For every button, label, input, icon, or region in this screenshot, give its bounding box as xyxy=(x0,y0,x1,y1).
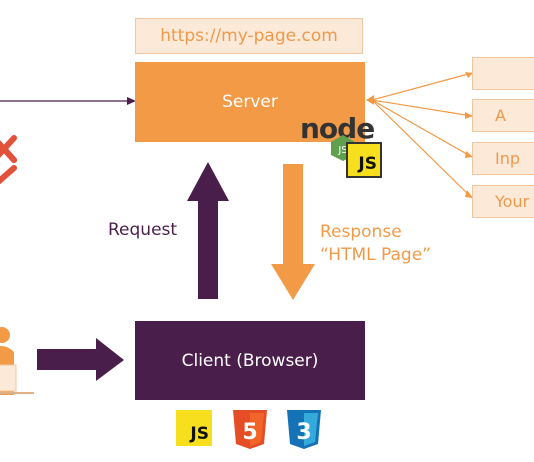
html5-badge-text: 5 xyxy=(242,420,257,445)
url-label: https://my-page.com xyxy=(160,26,338,46)
side-box-4: Your xyxy=(472,185,534,218)
css3-badge-text: 3 xyxy=(296,420,311,445)
side-box-1 xyxy=(472,57,534,90)
svg-text:JS: JS xyxy=(337,145,347,156)
nodejs-logo: node JS JS xyxy=(300,112,390,178)
side-box-2: A xyxy=(472,99,534,132)
html5-logo: 5 xyxy=(233,410,267,449)
node-js-badge: JS xyxy=(346,142,382,178)
response-label-line1: Response xyxy=(320,222,402,242)
person-icon xyxy=(0,327,34,395)
client-label: Client (Browser) xyxy=(181,350,319,371)
server-box: Server xyxy=(135,62,365,142)
url-box: https://my-page.com xyxy=(135,18,363,54)
client-box: Client (Browser) xyxy=(135,321,365,400)
request-label: Request xyxy=(108,220,178,240)
css3-logo: 3 xyxy=(287,410,321,449)
response-label: Response “HTML Page” xyxy=(320,221,431,267)
side-box-3: Inp xyxy=(472,142,534,175)
js-logo: JS xyxy=(176,410,212,446)
server-label: Server xyxy=(222,92,278,112)
response-label-line2: “HTML Page” xyxy=(320,245,431,265)
